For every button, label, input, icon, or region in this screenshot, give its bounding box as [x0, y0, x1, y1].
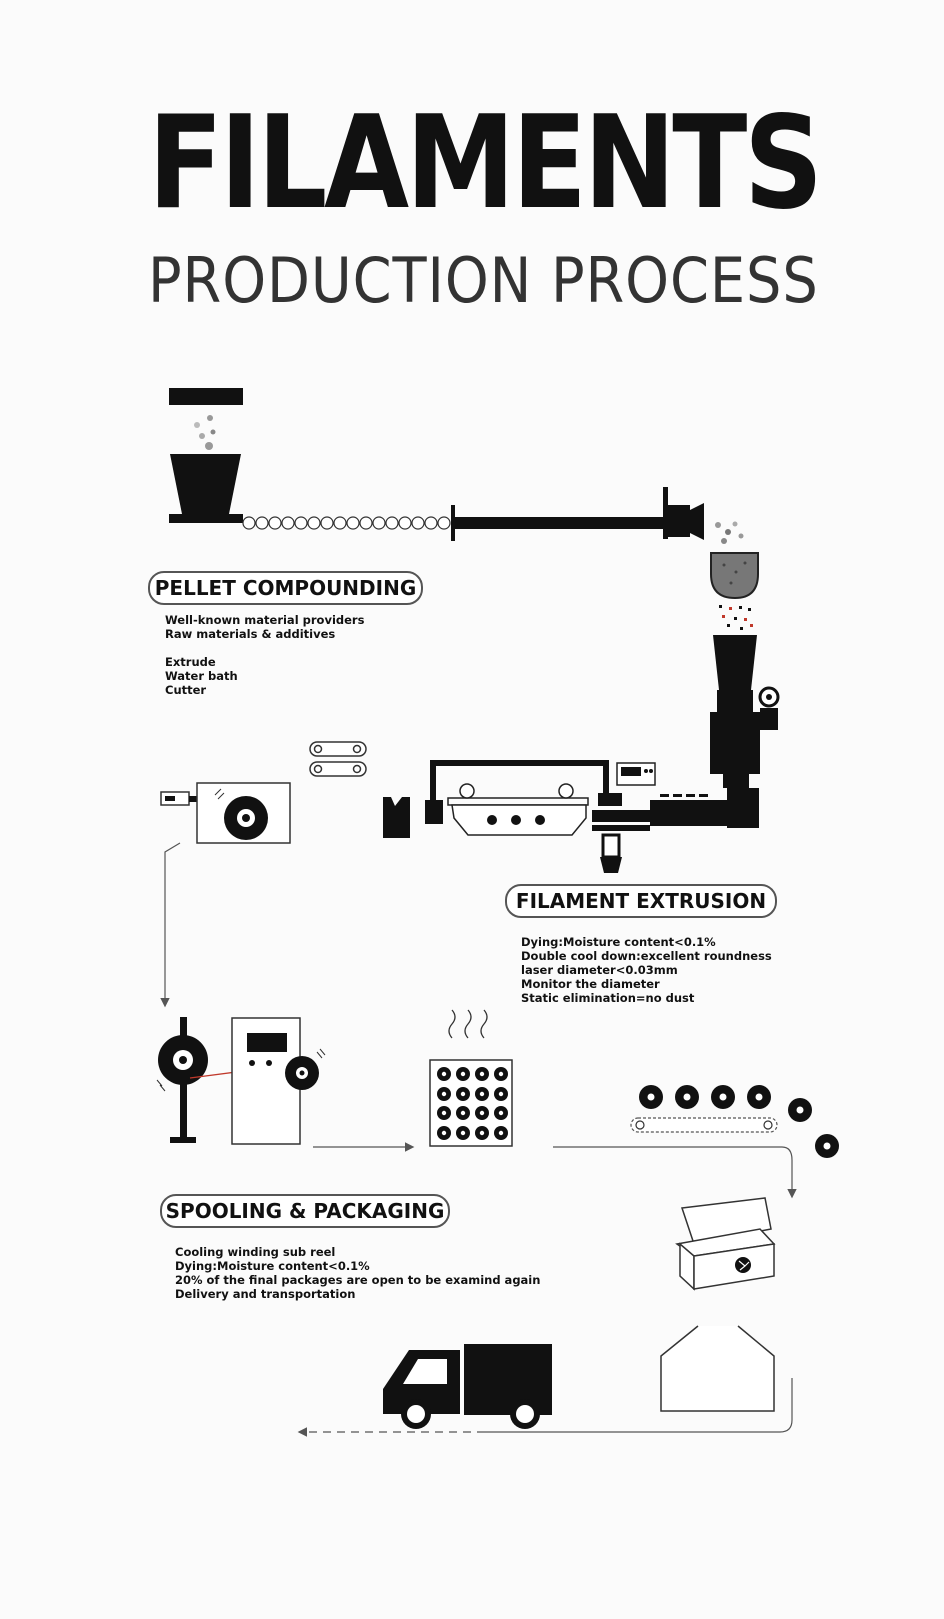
filament-extrusion-label: FILAMENT EXTRUSION: [505, 884, 777, 918]
cooling-rack-icon: [429, 1009, 513, 1147]
page-title: FILAMENTS: [148, 89, 823, 238]
winding-machine-icon: [231, 1017, 326, 1145]
flow-line-to-box: [553, 1146, 797, 1199]
note-line: Extrude: [165, 655, 216, 669]
spool-conveyor-icon: [630, 1085, 839, 1158]
note-line: Monitor the diameter: [521, 977, 660, 991]
note-line: laser diameter<0.03mm: [521, 963, 678, 977]
screw-extruder-icon: [451, 487, 744, 544]
filament-extrusion-notes: Dying:Moisture content<0.1% Double cool …: [521, 935, 772, 1005]
note-line: Dying:Moisture content<0.1%: [175, 1259, 370, 1273]
spooling-packaging-label: SPOOLING & PACKAGING: [160, 1194, 450, 1228]
box-icon: [675, 1197, 776, 1291]
note-line: Well-known material providers: [165, 613, 365, 627]
pellet-compounding-label: PELLET COMPOUNDING: [148, 571, 423, 605]
note-line: Double cool down:excellent roundness: [521, 949, 772, 963]
extruder-machine-icon: [650, 635, 780, 828]
flow-line-down: [160, 842, 181, 1008]
pellet-compounding-notes: Well-known material providers Raw materi…: [165, 613, 364, 697]
note-line: 20% of the final packages are open to be…: [175, 1273, 541, 1287]
flow-line-to-truck: [485, 1378, 793, 1433]
note-line: Cutter: [165, 683, 207, 697]
hopper-icon: [169, 388, 243, 523]
page-subtitle: PRODUCTION PROCESS: [148, 244, 819, 317]
die-head-icon: [592, 793, 650, 873]
spool-icon: [156, 1017, 291, 1143]
warehouse-icon: [660, 1325, 775, 1412]
puller-belt-icon: [309, 741, 367, 777]
note-line: Delivery and transportation: [175, 1287, 356, 1301]
guide-block-icon: [383, 797, 410, 838]
note-line: Cooling winding sub reel: [175, 1245, 336, 1259]
spool-winder-icon: [160, 782, 291, 844]
dryer-icon: [710, 552, 759, 630]
note-line: Raw materials & additives: [165, 627, 336, 641]
water-bath-icon: [425, 760, 609, 836]
note-line: Static elimination=no dust: [521, 991, 695, 1005]
note-line: Water bath: [165, 669, 238, 683]
pellet-chain: [242, 516, 451, 530]
spooling-packaging-notes: Cooling winding sub reel Dying:Moisture …: [175, 1245, 540, 1301]
control-panel-icon: [616, 762, 656, 786]
note-line: Dying:Moisture content<0.1%: [521, 935, 716, 949]
truck-icon: [383, 1344, 552, 1429]
